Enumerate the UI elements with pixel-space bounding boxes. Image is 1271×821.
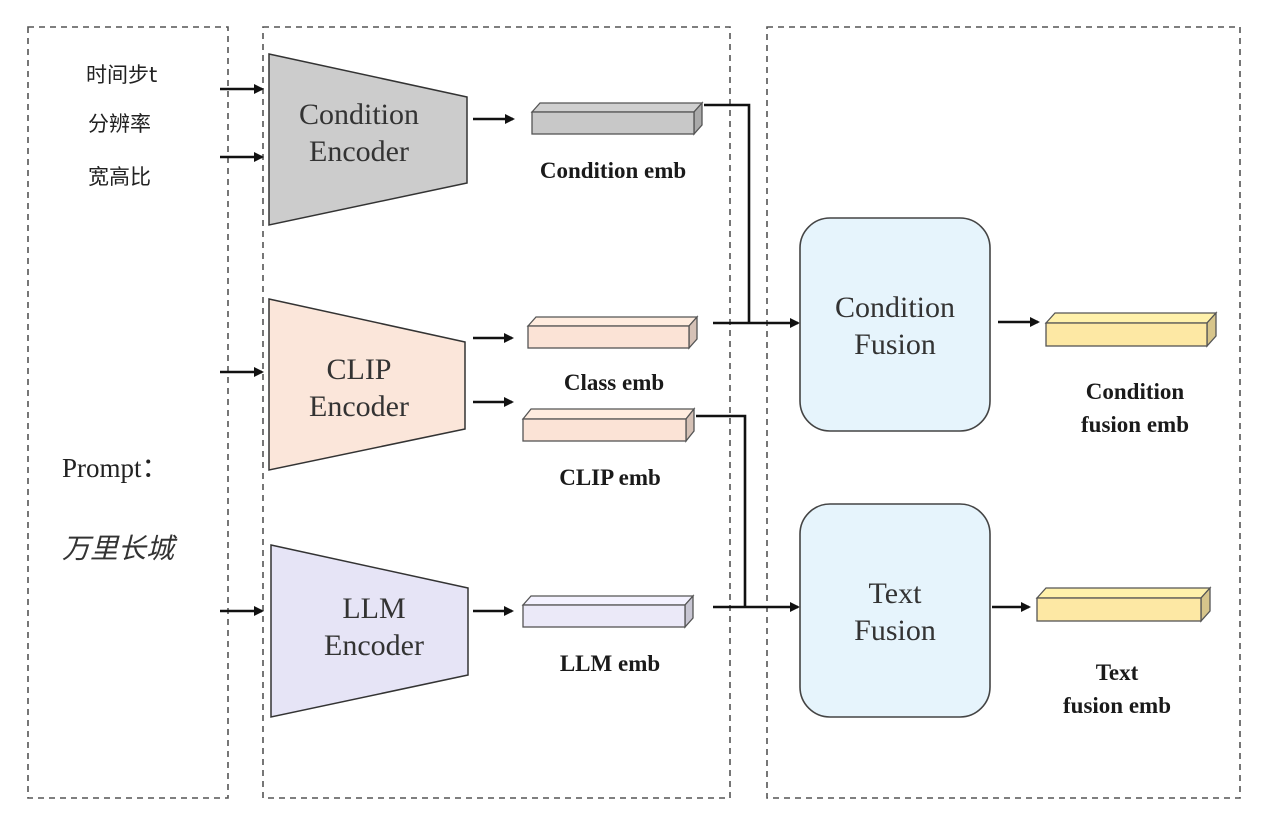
llm-encoder-line1: LLM xyxy=(342,592,405,625)
clip-encoder-line1: CLIP xyxy=(326,353,391,386)
class-emb-label: Class emb xyxy=(564,370,664,395)
clip-encoder-line2: Encoder xyxy=(309,390,409,423)
text-fusion-emb-bar xyxy=(1035,586,1212,623)
fusion-panel xyxy=(766,26,1241,799)
clip-emb-bar xyxy=(521,407,696,443)
text-fusion-line1: Text xyxy=(869,577,923,610)
clip-encoder: CLIP Encoder xyxy=(268,298,466,471)
timestep-input-label: 时间步t xyxy=(86,63,157,87)
encoder-panel xyxy=(262,26,731,799)
condition-fusion-emb-bar xyxy=(1044,311,1218,348)
llm-emb-label: LLM emb xyxy=(560,651,660,676)
condition-fusion-emb-line1: Condition xyxy=(1086,379,1185,404)
llm-emb-bar xyxy=(521,594,695,629)
clip-emb-label: CLIP emb xyxy=(559,465,661,490)
prompt-label: Prompt： xyxy=(62,453,169,483)
llm-encoder-line2: Encoder xyxy=(324,629,424,662)
condition-fusion-box xyxy=(799,217,991,432)
prompt-value: 万里长城 xyxy=(62,532,178,565)
condition-encoder-line2: Encoder xyxy=(309,135,409,168)
condition-fusion-line2: Fusion xyxy=(854,328,936,361)
class-emb-bar xyxy=(526,315,699,350)
text-fusion-emb-line2: fusion emb xyxy=(1063,693,1171,718)
text-fusion-box xyxy=(799,503,991,718)
condition-emb-label: Condition emb xyxy=(540,158,686,183)
text-fusion-emb-line1: Text xyxy=(1096,660,1139,685)
condition-emb-connector xyxy=(704,103,751,323)
condition-encoder: Condition Encoder xyxy=(268,53,468,226)
condition-fusion-emb-line2: fusion emb xyxy=(1081,412,1189,437)
condition-fusion-line1: Condition xyxy=(835,291,955,324)
llm-encoder: LLM Encoder xyxy=(270,544,469,718)
text-fusion-block: Text Fusion xyxy=(799,503,991,718)
text-fusion-line2: Fusion xyxy=(854,614,936,647)
resolution-input-label: 分辨率 xyxy=(88,112,151,136)
condition-encoder-shape xyxy=(268,53,468,226)
aspect-ratio-input-label: 宽高比 xyxy=(88,165,151,189)
condition-fusion-block: Condition Fusion xyxy=(799,217,991,432)
input-panel xyxy=(27,26,229,799)
condition-encoder-line1: Condition xyxy=(299,98,419,131)
clip-emb-connector xyxy=(696,414,747,607)
condition-emb-bar xyxy=(530,101,704,136)
llm-encoder-shape xyxy=(270,544,469,718)
clip-encoder-shape xyxy=(268,298,466,471)
